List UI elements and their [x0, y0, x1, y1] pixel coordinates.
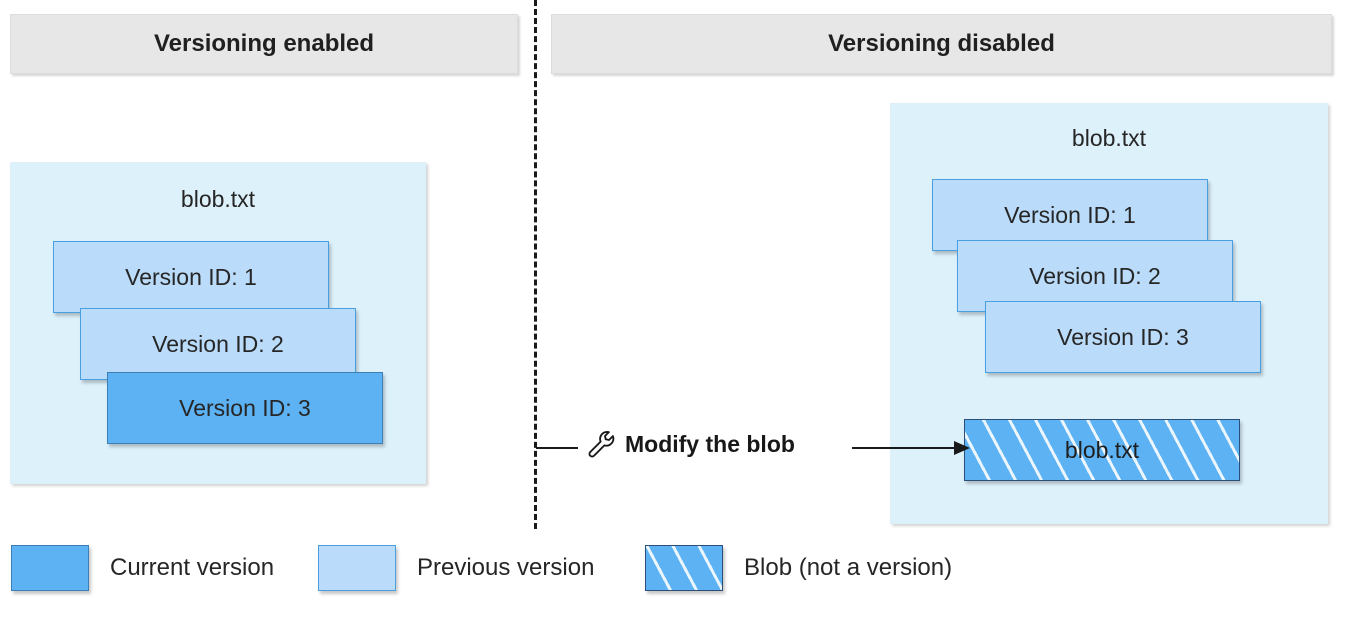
legend-swatch-current-version	[11, 545, 89, 591]
modify-the-blob-label-group: Modify the blob	[586, 429, 795, 459]
blob-container-title: blob.txt	[180, 186, 256, 212]
column-header-versioning-enabled: Versioning enabled	[10, 14, 518, 74]
blob-block-label: blob.txt	[1064, 436, 1140, 463]
modify-the-blob-text: Modify the blob	[625, 430, 795, 457]
legend-swatch-previous-version	[318, 545, 396, 591]
version-block-label: Version ID: 2	[152, 330, 284, 357]
version-block-label: Version ID: 3	[179, 394, 311, 421]
legend-item-current-version: Current version	[11, 545, 274, 591]
legend-label: Previous version	[417, 554, 595, 581]
wrench-icon	[588, 431, 615, 458]
version-block-label: Version ID: 1	[125, 263, 257, 290]
blob-block-not-a-version: blob.txt	[964, 419, 1240, 481]
version-block-3-current: Version ID: 3	[107, 372, 383, 444]
blob-container-versioning-disabled: blob.txt Version ID: 1 Version ID: 2 Ver…	[890, 103, 1328, 524]
legend-item-blob-not-a-version: Blob (not a version)	[645, 545, 952, 591]
column-header-label: Versioning disabled	[828, 30, 1055, 57]
version-block-1: Version ID: 1	[53, 241, 329, 313]
modify-the-blob-callout: Modify the blob	[534, 429, 970, 467]
column-header-label: Versioning enabled	[153, 30, 375, 57]
modify-arrow-connector	[536, 441, 970, 455]
vertical-dashed-divider	[534, 0, 537, 529]
legend-label: Blob (not a version)	[744, 554, 953, 581]
version-block-label: Version ID: 3	[1057, 323, 1189, 350]
blob-container-versioning-enabled: blob.txt Version ID: 1 Version ID: 2 Ver…	[10, 162, 426, 484]
version-block-label: Version ID: 2	[1029, 262, 1161, 289]
version-block-2: Version ID: 2	[80, 308, 356, 380]
blob-container-title: blob.txt	[1071, 125, 1147, 151]
legend-item-previous-version: Previous version	[318, 545, 594, 591]
version-block-3: Version ID: 3	[985, 301, 1261, 373]
version-block-label: Version ID: 1	[1004, 201, 1136, 228]
legend-label: Current version	[110, 554, 275, 581]
legend-swatch-blob	[645, 545, 723, 591]
column-header-versioning-disabled: Versioning disabled	[551, 14, 1332, 74]
